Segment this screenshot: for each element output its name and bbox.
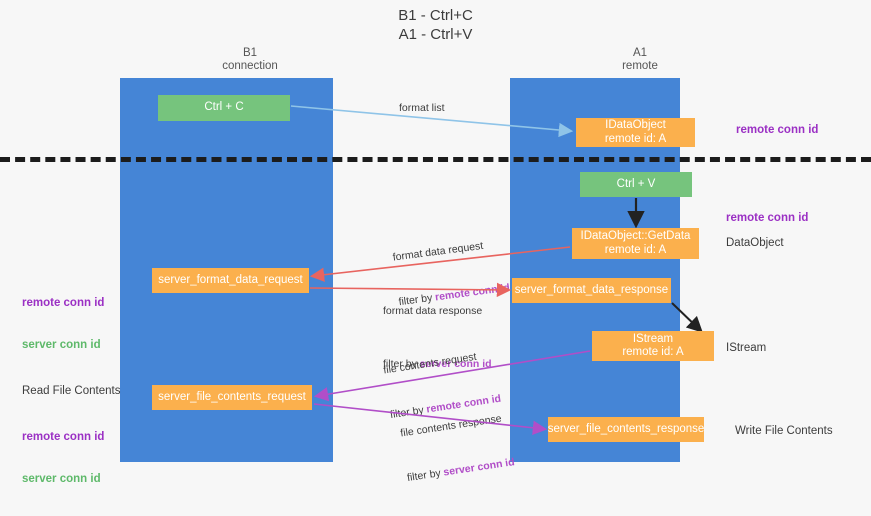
diagram-canvas: B1 - Ctrl+C A1 - Ctrl+V B1 connection A1… bbox=[0, 7, 871, 485]
connector-label-format-list: format list bbox=[399, 102, 445, 114]
filter-key: server conn id bbox=[442, 456, 516, 479]
box-ctrl-v[interactable]: Ctrl + V bbox=[580, 172, 692, 197]
label-dataobject: DataObject bbox=[726, 237, 784, 249]
column-header-a1: A1 remote bbox=[622, 47, 658, 72]
connector-label-file-contents-response: file contents response filter by server … bbox=[395, 381, 520, 516]
box-istream[interactable]: IStream remote id: A bbox=[592, 331, 714, 361]
connector-label-file-contents-request-title: file contents request bbox=[382, 350, 478, 377]
connector-label-format-data-response-title: format data response bbox=[383, 305, 483, 317]
label-server-conn-id: server conn id bbox=[22, 339, 101, 351]
label-conn-ids-file: remote conn id server conn id bbox=[22, 402, 104, 514]
label-remote-conn-id-2: remote conn id bbox=[22, 431, 105, 443]
label-remote-conn-id-mid: remote conn id bbox=[726, 212, 809, 224]
connector-label-format-data-request-title: format data request bbox=[392, 239, 484, 264]
box-idataobject-getdata[interactable]: IDataObject::GetData remote id: A bbox=[572, 228, 699, 259]
box-server-file-contents-request[interactable]: server_file_contents_request bbox=[152, 385, 312, 410]
box-server-format-data-request[interactable]: server_format_data_request bbox=[152, 268, 309, 293]
label-write-file-contents: Write File Contents bbox=[735, 425, 833, 437]
column-header-b1: B1 connection bbox=[222, 47, 278, 72]
box-get-idataobject[interactable]: IDataObject remote id: A bbox=[576, 118, 695, 147]
box-ctrl-c[interactable]: Ctrl + C bbox=[158, 95, 290, 121]
connector-label-file-contents-response-title: file contents response bbox=[399, 412, 503, 440]
label-remote-conn-id-top: remote conn id bbox=[736, 124, 819, 136]
label-server-conn-id-2: server conn id bbox=[22, 473, 101, 485]
label-read-file-contents: Read File Contents bbox=[22, 385, 121, 397]
box-server-format-data-response[interactable]: server_format_data_response bbox=[512, 278, 671, 303]
connector-label-file-contents-response-filter: filter by server conn id bbox=[406, 455, 516, 486]
label-conn-ids-format: remote conn id server conn id bbox=[22, 268, 104, 380]
label-istream: IStream bbox=[726, 342, 767, 354]
page-title: B1 - Ctrl+C A1 - Ctrl+V bbox=[398, 7, 473, 43]
phase-divider bbox=[0, 157, 871, 162]
box-server-file-contents-response[interactable]: server_file_contents_response bbox=[548, 417, 704, 442]
filter-prefix: filter by bbox=[406, 466, 445, 485]
label-remote-conn-id: remote conn id bbox=[22, 297, 105, 309]
